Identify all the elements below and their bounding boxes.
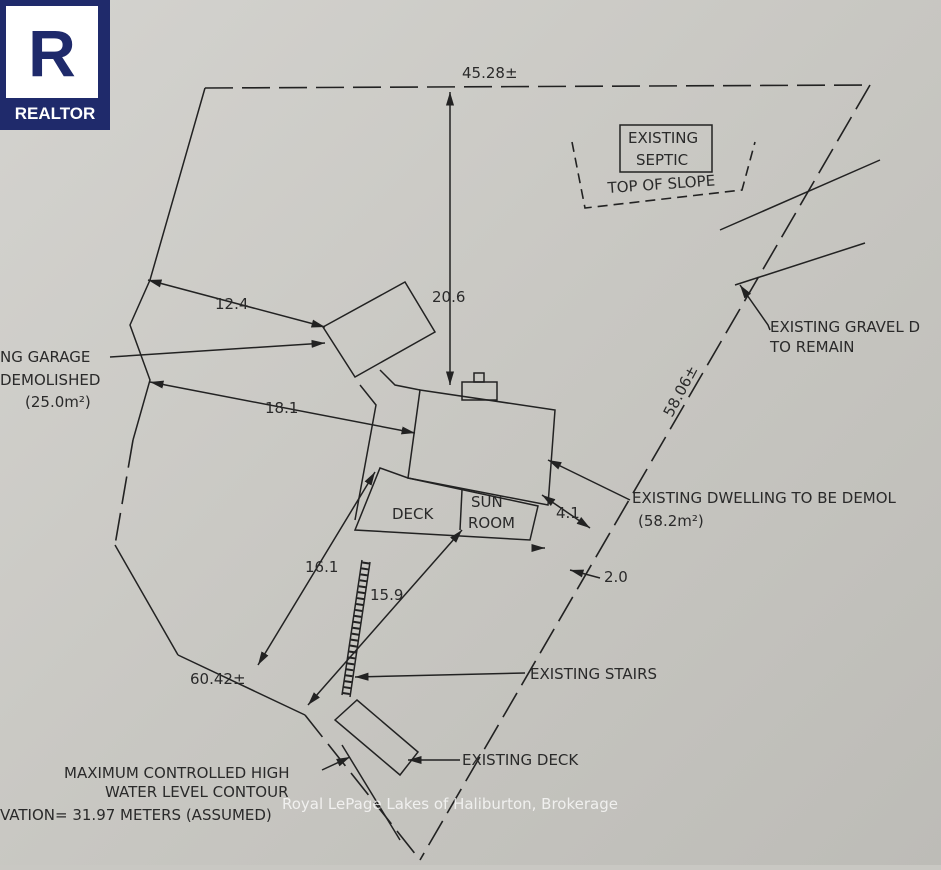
dimension-label: 45.28±	[462, 64, 518, 82]
gravel-driveway	[719, 159, 881, 286]
existing-deck	[333, 699, 420, 777]
garage	[321, 280, 437, 379]
dimension-label: 20.6	[432, 288, 465, 306]
garage-label: NG GARAGE	[0, 348, 90, 366]
dwelling-label: EXISTING DWELLING TO BE DEMOL	[632, 489, 897, 507]
sunroom-wall	[459, 489, 463, 531]
dimension-line	[547, 459, 631, 501]
brokerage-watermark: Royal LePage Lakes of Haliburton, Broker…	[282, 795, 618, 813]
realtor-logo: R REALTOR	[0, 0, 110, 130]
realtor-logo-text: REALTOR	[14, 104, 96, 123]
septic-box	[619, 124, 713, 173]
septic-label: EXISTING	[628, 129, 698, 147]
water-label: MAXIMUM CONTROLLED HIGH	[64, 764, 290, 782]
leader-line	[739, 284, 771, 331]
sunroom-label: SUN	[471, 493, 503, 511]
dimension-label: 12.4	[215, 295, 248, 313]
stair-treads	[342, 561, 370, 696]
water-label: WATER LEVEL CONTOUR	[105, 783, 289, 801]
dwelling-label: (58.2m²)	[638, 512, 704, 530]
dimension-line	[147, 279, 326, 328]
existing-deck-label: EXISTING DECK	[462, 751, 579, 769]
dimension-label: 2.0	[604, 568, 628, 586]
water-contour	[341, 744, 401, 841]
dimension-line	[307, 529, 463, 706]
deck-label: DECK	[392, 505, 435, 523]
driveway-path	[354, 369, 421, 521]
gravel-label: EXISTING GRAVEL D	[770, 318, 920, 336]
garage-label: DEMOLISHED	[0, 371, 100, 389]
slope-label: TOP OF SLOPE	[606, 172, 716, 198]
sunroom-label: ROOM	[468, 514, 515, 532]
garage-label: (25.0m²)	[25, 393, 91, 411]
top-of-slope-line	[571, 141, 756, 209]
dimension-label: 16.1	[305, 558, 338, 576]
leader-line	[354, 672, 526, 681]
gravel-label: TO REMAIN	[769, 338, 855, 356]
leader-line	[321, 756, 351, 771]
property-boundary	[114, 84, 871, 861]
stairs-label: EXISTING STAIRS	[530, 665, 657, 683]
leader-line	[109, 339, 326, 358]
dimension-label: 60.42±	[190, 670, 246, 688]
septic-label: SEPTIC	[636, 151, 688, 169]
dimension-label: 4.1	[556, 504, 580, 522]
realtor-r-mark: R	[28, 16, 76, 90]
dimension-line	[149, 380, 416, 435]
realtor-logo-badge: R	[6, 6, 98, 98]
dimension-label: 18.1	[265, 399, 298, 417]
water-label: VATION= 31.97 METERS (ASSUMED)	[0, 806, 272, 824]
dimension-line	[541, 494, 591, 529]
dimension-label: 15.9	[370, 586, 403, 604]
chimney-cap	[473, 372, 485, 383]
dwelling	[407, 389, 556, 506]
dimension-line	[569, 569, 601, 579]
